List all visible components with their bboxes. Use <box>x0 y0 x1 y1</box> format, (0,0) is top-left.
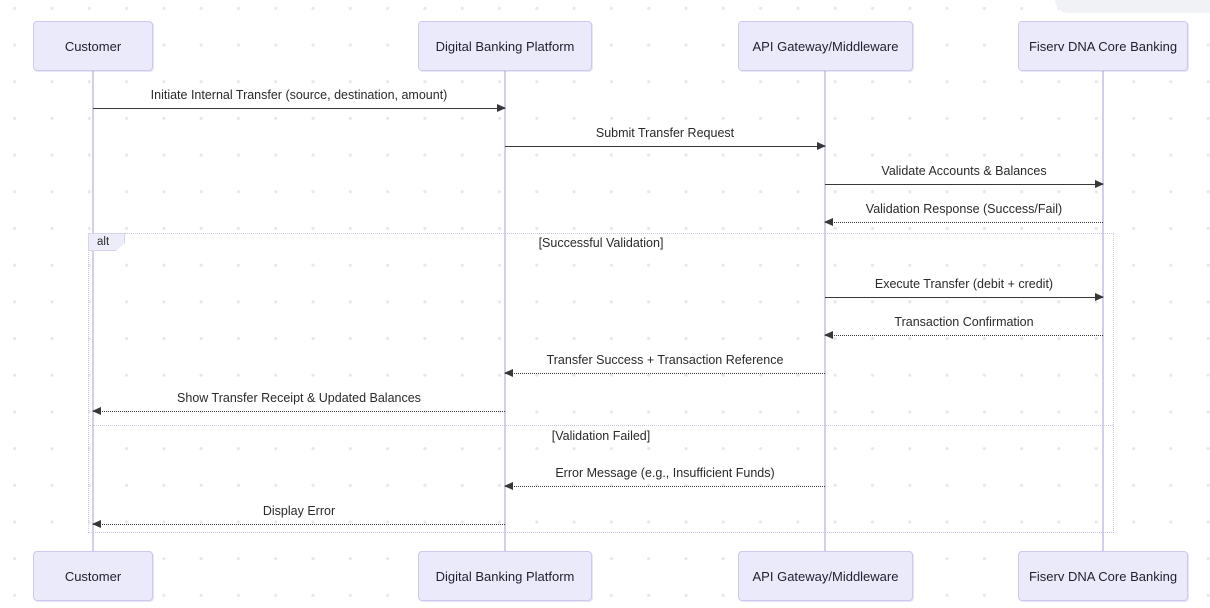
actor-digital-banking-platform-top[interactable]: Digital Banking Platform <box>418 21 592 71</box>
message-transfer-success-reference: Transfer Success + Transaction Reference <box>504 351 825 377</box>
message-arrow-solid <box>825 179 1104 188</box>
lifeline-digital-banking-platform <box>504 71 506 551</box>
arrowhead-right-icon <box>1095 292 1104 301</box>
alt-else-divider <box>89 425 1113 426</box>
message-label: Transfer Success + Transaction Reference <box>546 353 784 367</box>
alt-condition-validation-failed: [Validation Failed] <box>551 429 651 443</box>
arrowhead-right-icon <box>817 141 826 150</box>
actor-label: Customer <box>64 568 122 584</box>
actor-fiserv-dna-core-banking-top[interactable]: Fiserv DNA Core Banking <box>1018 21 1188 71</box>
message-arrow-dashed <box>504 481 825 490</box>
lifeline-api-gateway-middleware <box>824 71 826 551</box>
message-submit-transfer-request: Submit Transfer Request <box>505 124 826 150</box>
arrowhead-right-icon <box>1095 179 1104 188</box>
message-arrow-dashed <box>92 519 505 528</box>
actor-fiserv-dna-core-banking-bottom[interactable]: Fiserv DNA Core Banking <box>1018 551 1188 601</box>
lifeline-customer <box>92 71 94 551</box>
arrowhead-left-icon <box>824 217 833 226</box>
message-execute-transfer: Execute Transfer (debit + credit) <box>825 275 1104 301</box>
message-label: Initiate Internal Transfer (source, dest… <box>150 88 448 102</box>
actor-customer-top[interactable]: Customer <box>33 21 153 71</box>
actor-api-gateway-middleware-bottom[interactable]: API Gateway/Middleware <box>738 551 913 601</box>
arrowhead-right-icon <box>497 103 506 112</box>
message-validation-response: Validation Response (Success/Fail) <box>824 200 1103 226</box>
arrowhead-left-icon <box>92 519 101 528</box>
arrowhead-left-icon <box>92 406 101 415</box>
message-arrow-dashed <box>824 217 1103 226</box>
message-label: Validate Accounts & Balances <box>881 164 1047 178</box>
message-display-error: Display Error <box>92 502 505 528</box>
actor-label: Fiserv DNA Core Banking <box>1028 568 1178 584</box>
arrowhead-left-icon <box>504 481 513 490</box>
message-transaction-confirmation: Transaction Confirmation <box>824 313 1103 339</box>
message-label: Submit Transfer Request <box>595 126 735 140</box>
message-label: Show Transfer Receipt & Updated Balances <box>177 391 421 405</box>
message-validate-accounts-balances: Validate Accounts & Balances <box>825 162 1104 188</box>
message-label: Execute Transfer (debit + credit) <box>874 277 1054 291</box>
actor-digital-banking-platform-bottom[interactable]: Digital Banking Platform <box>418 551 592 601</box>
message-arrow-solid <box>93 103 506 112</box>
message-label: Transaction Confirmation <box>894 315 1034 329</box>
message-arrow-dashed <box>504 368 825 377</box>
floating-toolbar-fragment[interactable] <box>1055 0 1210 13</box>
lifeline-fiserv-dna-core-banking <box>1102 71 1104 551</box>
message-initiate-internal-transfer: Initiate Internal Transfer (source, dest… <box>93 86 506 112</box>
message-show-transfer-receipt: Show Transfer Receipt & Updated Balances <box>92 389 505 415</box>
actor-customer-bottom[interactable]: Customer <box>33 551 153 601</box>
actor-api-gateway-middleware-top[interactable]: API Gateway/Middleware <box>738 21 913 71</box>
message-arrow-solid <box>505 141 826 150</box>
actor-label: API Gateway/Middleware <box>752 568 899 584</box>
message-label: Display Error <box>262 504 336 518</box>
message-label: Error Message (e.g., Insufficient Funds) <box>555 466 775 480</box>
message-arrow-dashed <box>824 330 1103 339</box>
arrowhead-left-icon <box>504 368 513 377</box>
actor-label: Fiserv DNA Core Banking <box>1028 38 1178 54</box>
actor-label: Digital Banking Platform <box>435 568 575 584</box>
arrowhead-left-icon <box>824 330 833 339</box>
actor-label: Customer <box>64 38 122 54</box>
actor-label: API Gateway/Middleware <box>752 38 899 54</box>
actor-label: Digital Banking Platform <box>435 38 575 54</box>
alt-condition-successful-validation: [Successful Validation] <box>538 236 664 250</box>
message-arrow-solid <box>825 292 1104 301</box>
message-error-message: Error Message (e.g., Insufficient Funds) <box>504 464 825 490</box>
message-arrow-dashed <box>92 406 505 415</box>
message-label: Validation Response (Success/Fail) <box>865 202 1063 216</box>
